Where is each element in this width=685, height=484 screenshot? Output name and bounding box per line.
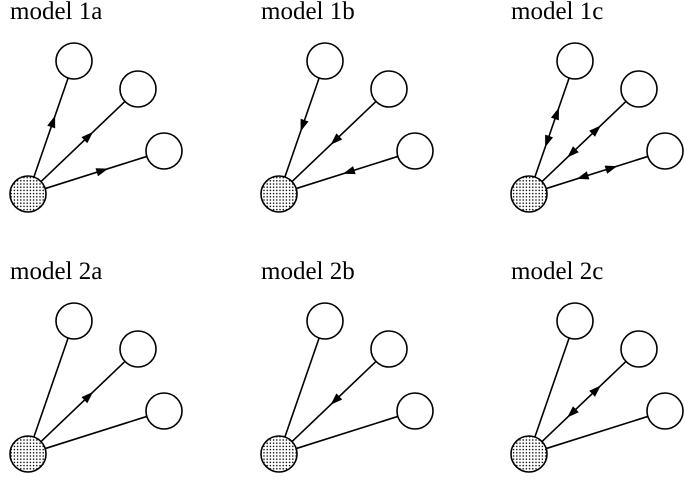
leaf-node <box>646 132 684 170</box>
panel-title-model-2c: model 2c <box>511 258 604 285</box>
panel-model-2a <box>9 302 183 473</box>
edge-line <box>534 77 570 178</box>
hub-node <box>9 435 47 473</box>
leaf-node <box>396 132 434 170</box>
panel-title-model-1b: model 1b <box>261 0 355 25</box>
edge-line <box>44 415 148 450</box>
hub-node <box>510 435 548 473</box>
leaf-node <box>306 42 344 80</box>
arrowhead-outward <box>604 165 618 174</box>
arrowhead-inward <box>567 406 579 418</box>
leaf-node <box>55 302 93 340</box>
panel-model-2c <box>510 302 684 473</box>
arrowhead-inward <box>300 118 309 132</box>
panel-model-1b <box>260 42 434 213</box>
edge-line <box>40 100 126 183</box>
leaf-node <box>145 392 183 430</box>
arrowhead-inward <box>567 146 579 158</box>
arrowhead-outward <box>589 125 601 137</box>
edge-line <box>545 155 649 190</box>
arrowhead-inward <box>342 166 356 175</box>
edge-line <box>33 77 69 178</box>
arrowhead-outward <box>95 168 109 177</box>
arrowhead-outward <box>550 107 559 121</box>
leaf-node <box>119 70 157 108</box>
edge-line <box>295 415 399 450</box>
arrowhead-outward <box>81 131 94 144</box>
hub-node <box>260 175 298 213</box>
edge-line <box>44 155 148 190</box>
arrowhead-outward <box>81 391 94 404</box>
edge-line <box>33 337 69 438</box>
leaf-node <box>396 392 434 430</box>
panel-model-1a <box>9 42 183 213</box>
hub-node <box>9 175 47 213</box>
arrowhead-inward <box>545 134 554 148</box>
panel-title-model-2b: model 2b <box>261 258 355 285</box>
hub-node <box>510 175 548 213</box>
edge-line <box>40 360 126 443</box>
edge-line <box>545 415 649 450</box>
arrowhead-inward <box>576 171 590 180</box>
arrowhead-outward <box>589 385 601 397</box>
edge-line <box>541 100 627 183</box>
panel-model-1c <box>510 42 684 213</box>
leaf-node <box>556 42 594 80</box>
leaf-node <box>370 70 408 108</box>
panel-model-2b <box>260 302 434 473</box>
leaf-node <box>646 392 684 430</box>
leaf-node <box>119 330 157 368</box>
leaf-node <box>55 42 93 80</box>
arrowhead-outward <box>47 115 56 129</box>
panel-title-model-1c: model 1c <box>511 0 604 25</box>
leaf-node <box>556 302 594 340</box>
arrowhead-inward <box>330 133 343 145</box>
leaf-node <box>306 302 344 340</box>
panel-title-model-2a: model 2a <box>10 258 103 285</box>
edge-line <box>534 337 570 438</box>
hub-node <box>260 435 298 473</box>
edge-line <box>541 360 627 443</box>
leaf-node <box>620 330 658 368</box>
leaf-node <box>370 330 408 368</box>
leaf-node <box>145 132 183 170</box>
leaf-node <box>620 70 658 108</box>
arrowhead-inward <box>330 393 343 405</box>
edge-line <box>284 337 320 438</box>
panel-title-model-1a: model 1a <box>10 0 103 25</box>
